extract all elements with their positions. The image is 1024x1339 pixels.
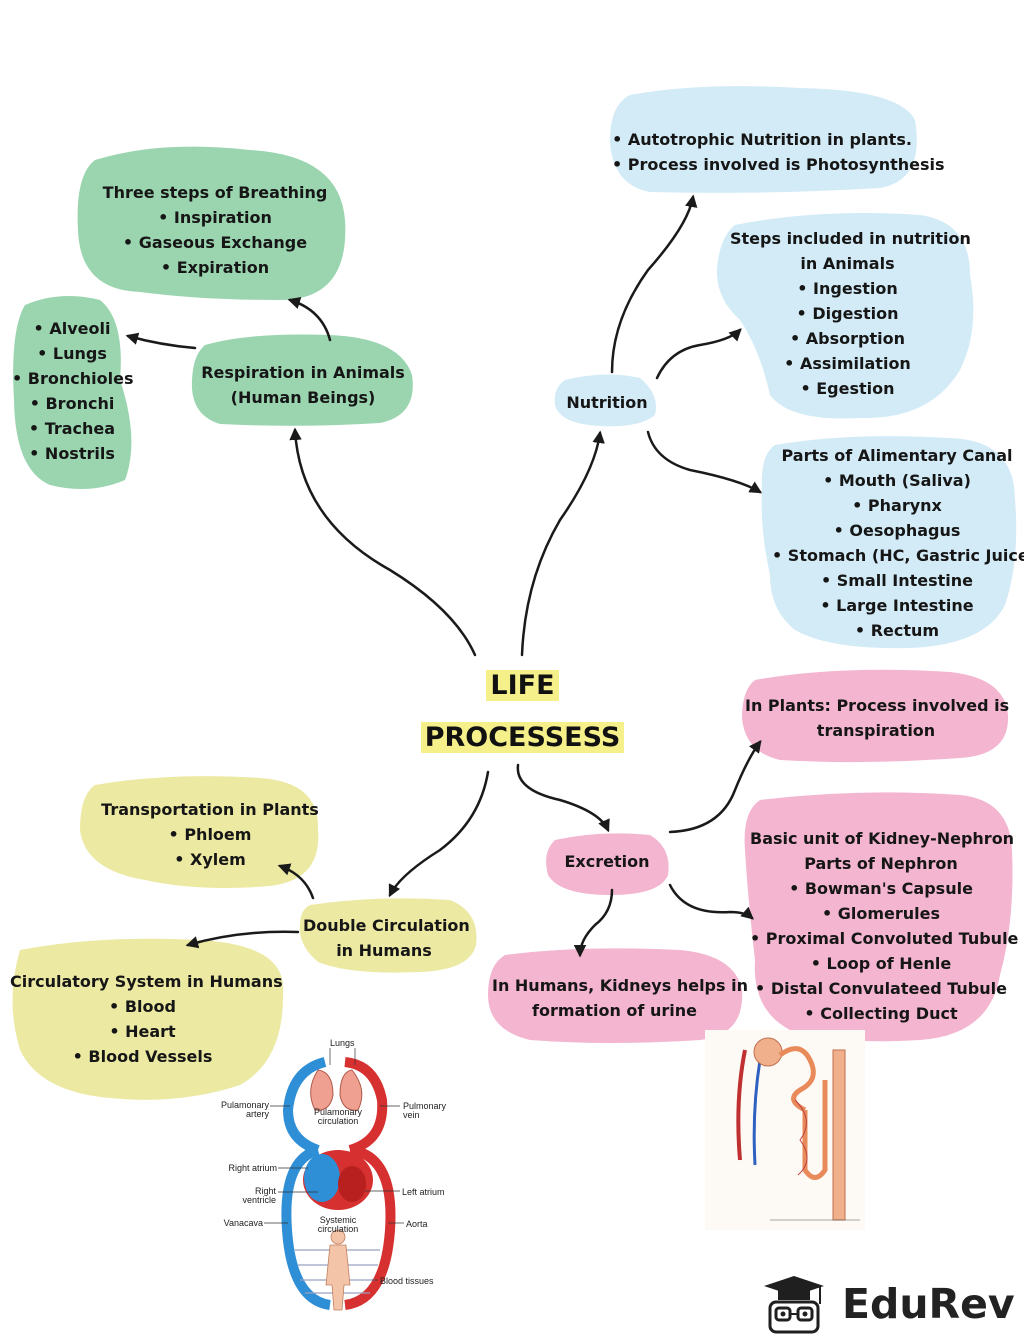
animal-nutrition-text: Steps included in nutrition in Animals •… (730, 229, 971, 398)
arrow-to-nutrition (520, 430, 605, 657)
circulation-hub-blob (299, 898, 477, 973)
human-circulation-text: Circulatory System in Humans • Blood • H… (10, 972, 283, 1066)
graduation-cap-icon (764, 1276, 824, 1304)
edurev-logo (764, 1276, 824, 1334)
breathing-steps-text: Three steps of Breathing • Inspiration •… (102, 183, 328, 277)
human-body-drawing (325, 1229, 351, 1311)
nutrition-hub-text: Nutrition (566, 393, 648, 412)
systemic-red-loop (344, 1145, 396, 1310)
respiration-hub-text: Respiration in Animals (Human Beings) (201, 363, 405, 407)
arrow-to-autotrophic (610, 194, 698, 374)
arrow-to-human-circulation (185, 930, 300, 949)
autotrophic-blob (610, 86, 917, 193)
alimentary-canal-text: Parts of Alimentary Canal • Mouth (Saliv… (772, 446, 1024, 640)
nephron-blob (744, 792, 1013, 1042)
pulmonary-artery-label: Pulamonary (221, 1100, 270, 1110)
plant-transport-blob (80, 776, 319, 888)
pulmonary-vein-label: Pulmonary (403, 1101, 447, 1111)
bowmans-capsule-drawing (753, 1037, 783, 1067)
arrow-to-plant-transport (277, 863, 315, 900)
nutrition-hub-blob (554, 374, 656, 427)
heart-drawing (303, 1150, 373, 1210)
pulmonary-circulation-label: Pulamonary (314, 1107, 363, 1117)
circulation-hub-text: Double Circulation in Humans (303, 916, 470, 960)
renal-artery-drawing (736, 1049, 747, 1161)
left-atrium-label: Left atrium (402, 1187, 445, 1197)
right-ventricle-label: Right (255, 1186, 277, 1196)
lungs-label: Lungs (330, 1038, 355, 1048)
collecting-duct-drawing (832, 1049, 846, 1221)
page-title: LIFE PROCESSESS (420, 660, 625, 764)
connector-arrows (125, 194, 763, 958)
arrow-to-breathing-steps (287, 297, 332, 342)
plant-excretion-text: In Plants: Process involved is transpira… (745, 696, 1010, 740)
lungs-drawing (310, 1069, 363, 1111)
respiratory-organs-blob (13, 296, 132, 489)
pulmonary-red-loop (344, 1057, 388, 1155)
respiration-hub-blob (191, 334, 413, 426)
nephron-illustration (705, 1030, 865, 1230)
arrow-to-respiratory-organs (125, 332, 197, 350)
arrow-to-animal-nutrition (655, 328, 742, 380)
pulmonary-blue-loop (282, 1057, 327, 1155)
arrow-to-circulation (388, 770, 490, 898)
loop-of-henle-drawing (802, 1080, 828, 1180)
breathing-steps-blob (77, 146, 346, 300)
respiratory-organs-text: • Alveoli • Lungs • Bronchioles • Bronch… (12, 319, 134, 463)
capillary-network-drawing (794, 1099, 808, 1176)
blood-tissues-label: Blood tissues (380, 1276, 434, 1286)
animal-nutrition-blob (716, 212, 974, 419)
arrow-to-plant-excretion (668, 739, 762, 834)
arrow-to-human-excretion (573, 888, 614, 958)
arrow-to-excretion (516, 763, 610, 833)
face-icon (768, 1300, 820, 1334)
nephron-text: Basic unit of Kidney-Nephron Parts of Ne… (750, 829, 1019, 1023)
vena-cava-label: Vanacava (224, 1218, 263, 1228)
arrow-to-respiration (289, 427, 477, 657)
arrow-to-nephron (668, 883, 754, 920)
edurev-logo-text[interactable]: EduRev (842, 1280, 1015, 1328)
renal-vein-drawing (752, 1059, 762, 1166)
human-excretion-text: In Humans, Kidneys helps in formation of… (492, 976, 748, 1020)
arrow-to-alimentary-canal (646, 430, 763, 494)
human-circulation-blob (12, 938, 284, 1100)
excretion-hub-blob (546, 833, 669, 895)
human-excretion-blob (488, 948, 743, 1043)
plant-transport-text: Transportation in Plants • Phloem • Xyle… (101, 800, 319, 869)
autotrophic-text: • Autotrophic Nutrition in plants. • Pro… (612, 130, 945, 174)
systemic-circulation-label: Systemic (320, 1215, 357, 1225)
systemic-blue-loop (281, 1145, 331, 1310)
plant-excretion-blob (742, 669, 1009, 763)
excretion-hub-text: Excretion (564, 852, 650, 871)
aorta-label: Aorta (406, 1219, 428, 1229)
right-atrium-label: Right atrium (228, 1163, 277, 1173)
proximal-tubule-drawing (778, 1046, 816, 1113)
alimentary-canal-blob (761, 436, 1017, 649)
